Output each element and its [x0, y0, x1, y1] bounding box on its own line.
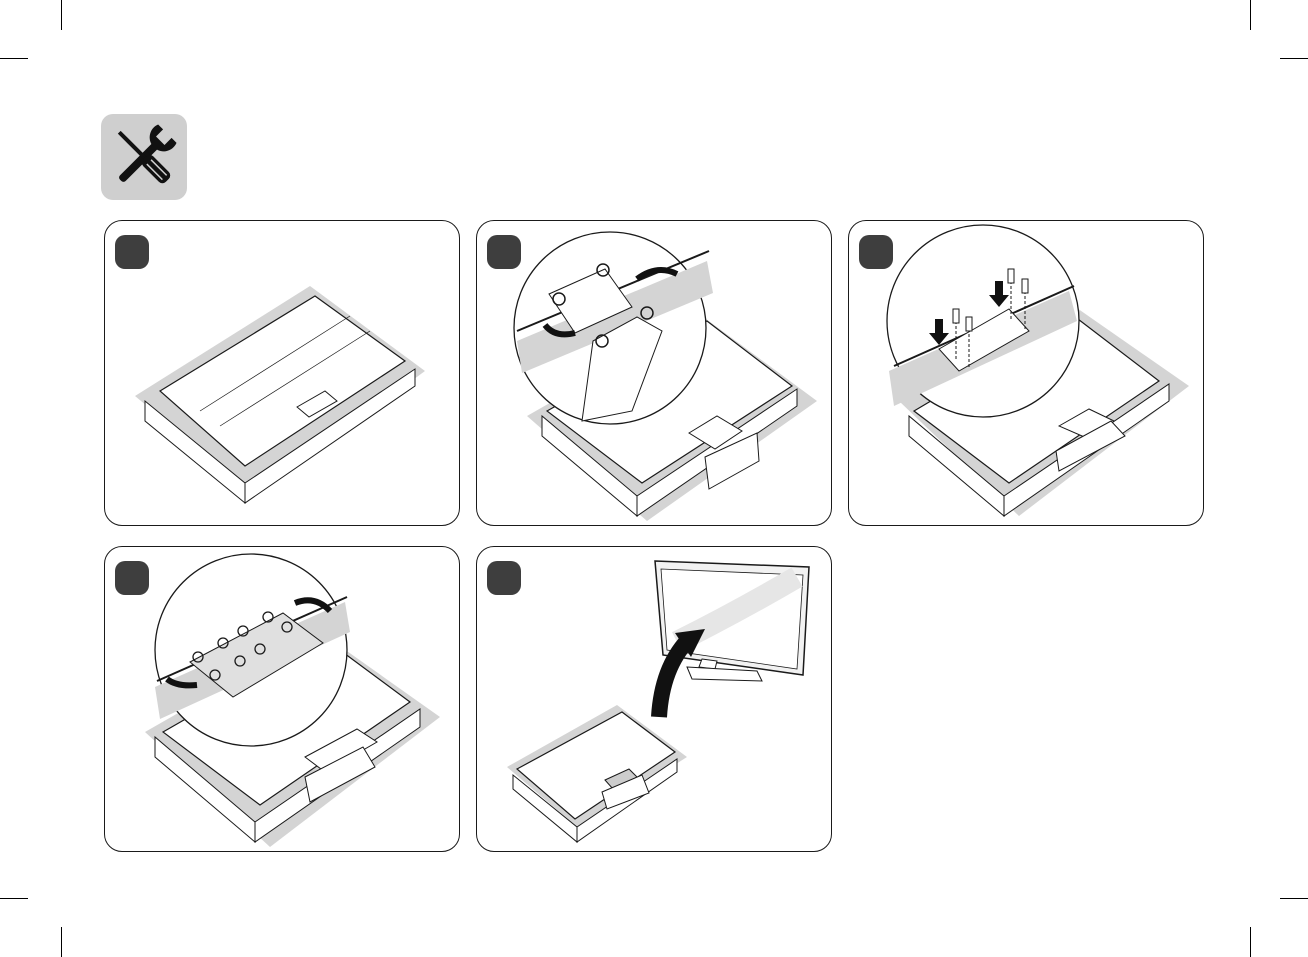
- attach-cover-illustration: [105, 547, 460, 852]
- screw-icon: [953, 309, 959, 323]
- crop-mark: [1280, 58, 1308, 59]
- crop-mark: [61, 0, 62, 30]
- crop-mark: [0, 898, 28, 899]
- screw-icon: [1008, 269, 1014, 283]
- step-panel-3: [848, 220, 1204, 526]
- step-panel-1: [104, 220, 460, 526]
- step-panel-5: [476, 546, 832, 852]
- crop-mark: [0, 58, 28, 59]
- crop-mark: [1250, 0, 1251, 30]
- step-panel-4: [104, 546, 460, 852]
- attach-stand-body-illustration: [477, 221, 832, 526]
- insert-screws-illustration: [849, 221, 1204, 526]
- screwdriver-wrench-icon: [101, 114, 187, 200]
- tv-face-down-illustration: [105, 221, 460, 526]
- crop-mark: [1250, 927, 1251, 957]
- step-panel-2: [476, 220, 832, 526]
- crop-mark: [1280, 898, 1308, 899]
- stand-tv-upright-illustration: [477, 547, 832, 852]
- crop-mark: [61, 927, 62, 957]
- screw-icon: [1022, 279, 1028, 293]
- screw-icon: [966, 317, 972, 331]
